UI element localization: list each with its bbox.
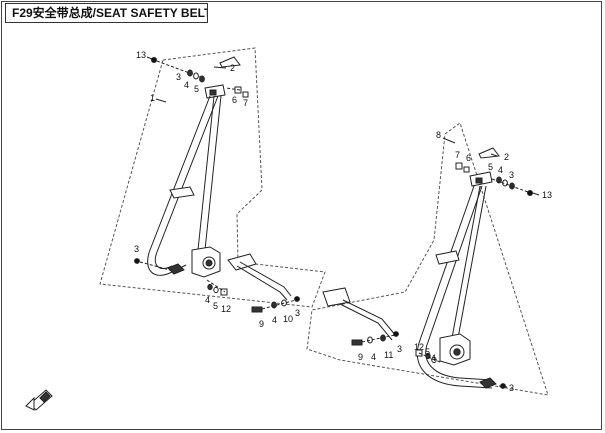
callout-13-left: 13 <box>136 50 146 60</box>
callout-7-left: 7 <box>243 98 248 108</box>
callout-4-right-stalk: 4 <box>371 352 376 362</box>
left-belt-adjuster <box>169 186 195 199</box>
callout-3-left-stalk: 3 <box>295 308 300 318</box>
callout-4-left-lower: 4 <box>205 295 210 305</box>
callout-10: 10 <box>283 314 293 324</box>
callout-5-right-lower: 5 <box>425 347 430 357</box>
diagram-title: F29安全带总成/SEAT SAFETY BELT <box>5 3 208 23</box>
callout-5-right-upper: 5 <box>488 162 493 172</box>
callout-8: 8 <box>436 130 441 140</box>
callout-6-right: 6 <box>466 153 471 163</box>
callout-4-left-upper: 4 <box>184 80 189 90</box>
callout-3-right-stalk: 3 <box>397 344 402 354</box>
callout-2-left: 2 <box>230 63 235 73</box>
callout-12-right: 12 <box>414 342 424 352</box>
callout-11: 11 <box>384 350 393 360</box>
right-cover-cap <box>478 147 500 159</box>
callout-9-right: 9 <box>358 352 363 362</box>
front-arrow-icon <box>25 389 53 411</box>
callout-4-right-upper: 4 <box>498 165 503 175</box>
right-buckle-stalk <box>322 287 351 307</box>
callout-4-right-lower: 4 <box>431 353 436 363</box>
left-buckle-stalk <box>227 253 257 271</box>
callout-4-left-stalk: 4 <box>272 315 277 325</box>
right-belt-webbing <box>416 185 493 389</box>
callout-12-left: 12 <box>221 304 231 314</box>
left-cover-cap <box>219 56 241 68</box>
callout-2-right: 2 <box>504 152 509 162</box>
callout-6-left: 6 <box>232 95 237 105</box>
callout-3-right-lower: 3 <box>509 383 514 393</box>
right-assembly-boundary <box>306 122 549 396</box>
callout-7-right: 7 <box>455 150 460 160</box>
callout-5-left-upper: 5 <box>194 84 199 94</box>
callout-1: 1 <box>150 93 155 103</box>
callout-3-left-upper: 3 <box>176 72 181 82</box>
callout-3-right-upper: 3 <box>509 170 514 180</box>
callout-3-left-lower: 3 <box>134 244 139 254</box>
left-bolt-13 <box>151 57 157 63</box>
callout-13-right: 13 <box>542 190 552 200</box>
callout-5-left-lower: 5 <box>213 301 218 311</box>
right-belt-adjuster <box>435 250 460 265</box>
callout-9-left: 9 <box>259 319 264 329</box>
